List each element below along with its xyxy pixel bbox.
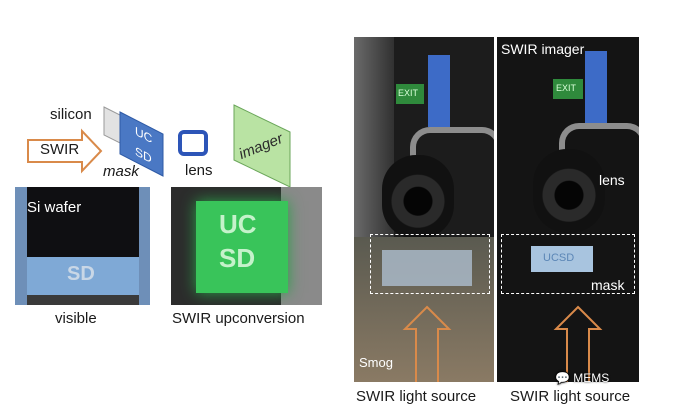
exit-sign-text-1: EXIT — [398, 88, 419, 98]
lens-label: lens — [185, 162, 213, 179]
bracket-2 — [559, 123, 639, 167]
wafer-mask-strip — [27, 257, 145, 295]
light-arrow-2 — [553, 305, 603, 382]
upconversion-caption: SWIR upconversion — [172, 310, 305, 327]
si-wafer-label: Si wafer — [27, 199, 82, 216]
upconv-text-bottom: SD — [219, 243, 256, 273]
smog-label: Smog — [359, 355, 393, 370]
lens-photo-label: lens — [599, 172, 625, 188]
watermark-text: MEMS — [573, 371, 610, 385]
wafer-strip-right — [139, 187, 150, 305]
smog-caption: SWIR light source — [356, 388, 477, 405]
visible-photo: Si wafer SD — [15, 187, 150, 305]
imager-photo: SWIR imager EXIT lens UCSD mask — [497, 37, 639, 382]
lens-barrel-1 — [382, 155, 454, 239]
bracket-1 — [410, 127, 494, 173]
mask-photo-label: mask — [591, 277, 625, 293]
mask-label: mask — [103, 163, 139, 180]
swir-arrow — [27, 128, 103, 174]
watermark: 💬 MEMS — [555, 371, 609, 385]
exit-sign-2 — [553, 79, 583, 99]
setup-schematic — [27, 104, 291, 188]
wafer-mask-text: SD — [67, 263, 95, 285]
blue-plate-2 — [585, 51, 607, 123]
mask-card-1 — [382, 250, 472, 286]
wechat-icon: 💬 — [555, 371, 570, 385]
mask-plate — [119, 111, 164, 177]
smog-photo: EXIT Smog — [354, 37, 494, 382]
exit-sign-1 — [396, 84, 424, 104]
silicon-label: silicon — [50, 106, 92, 123]
upconversion-photo: UC SD — [171, 187, 322, 305]
lens-element — [178, 130, 208, 156]
blue-plate-1 — [428, 55, 450, 127]
swir-imager-title: SWIR imager — [501, 41, 585, 57]
wafer-strip-left — [15, 187, 27, 305]
visible-caption: visible — [55, 310, 97, 327]
lens-barrel-2 — [533, 149, 605, 233]
upconv-text-top: UC — [219, 209, 257, 239]
light-arrow-1 — [402, 305, 452, 382]
mask-card-text-2: UCSD — [543, 252, 575, 264]
swir-label: SWIR — [40, 141, 80, 158]
upconv-glow — [196, 201, 288, 293]
mask-card-2 — [531, 246, 593, 272]
mask-box-2 — [501, 234, 635, 294]
wafer-dark — [15, 187, 150, 257]
imager-caption: SWIR light source — [510, 388, 631, 405]
mask-box-1 — [370, 234, 490, 294]
exit-sign-text-2: EXIT — [556, 83, 577, 93]
